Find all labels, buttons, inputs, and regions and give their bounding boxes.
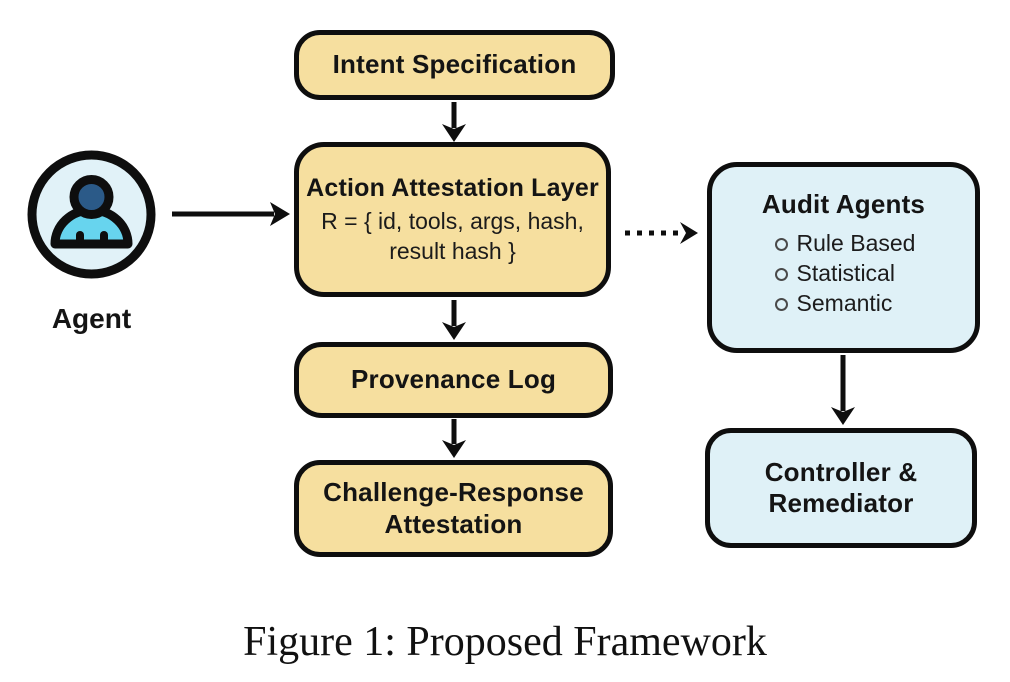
arrow-intent-to-attestation <box>442 102 466 142</box>
audit-agents-title: Audit Agents <box>761 189 926 219</box>
attestation-title: Action Attestation Layer <box>306 174 599 202</box>
node-provenance-log: Provenance Log <box>294 342 613 418</box>
bullet-semantic: Semantic <box>772 288 916 318</box>
agent-user-icon <box>27 150 156 279</box>
controller-line1: Controller & <box>764 456 918 487</box>
attestation-record-line2: result hash } <box>389 238 516 264</box>
agent-node: Agent <box>25 148 158 335</box>
controller-line2: Remediator <box>768 488 914 518</box>
bullet-rule-based: Rule Based <box>772 228 915 258</box>
intent-specification-label: Intent Specification <box>332 49 577 80</box>
arrow-attestation-to-provenance <box>442 300 466 340</box>
audit-agents-bullet-list: Rule Based Statistical Semantic <box>772 228 916 318</box>
arrow-provenance-to-challenge <box>442 419 466 458</box>
figure-caption: Figure 1: Proposed Framework <box>243 619 767 665</box>
arrow-attestation-to-audit-dotted <box>625 222 698 244</box>
agent-label: Agent <box>51 303 132 334</box>
node-intent-specification: Intent Specification <box>294 30 615 100</box>
challenge-response-line2: Attestation <box>384 508 523 539</box>
arrow-agent-to-attestation <box>172 202 290 226</box>
node-challenge-response-attestation: Challenge-Response Attestation <box>294 460 613 557</box>
attestation-record-line1: R = { id, tools, args, hash, <box>321 208 584 234</box>
arrow-audit-to-controller <box>831 355 855 425</box>
node-action-attestation-layer: Action Attestation Layer R = { id, tools… <box>294 142 611 297</box>
node-audit-agents: Audit Agents Rule Based Statistical Sema… <box>707 162 980 353</box>
bullet-statistical: Statistical <box>772 258 916 288</box>
challenge-response-line1: Challenge-Response <box>323 477 584 508</box>
node-controller-remediator: Controller & Remediator <box>705 428 977 548</box>
provenance-log-label: Provenance Log <box>350 364 557 395</box>
